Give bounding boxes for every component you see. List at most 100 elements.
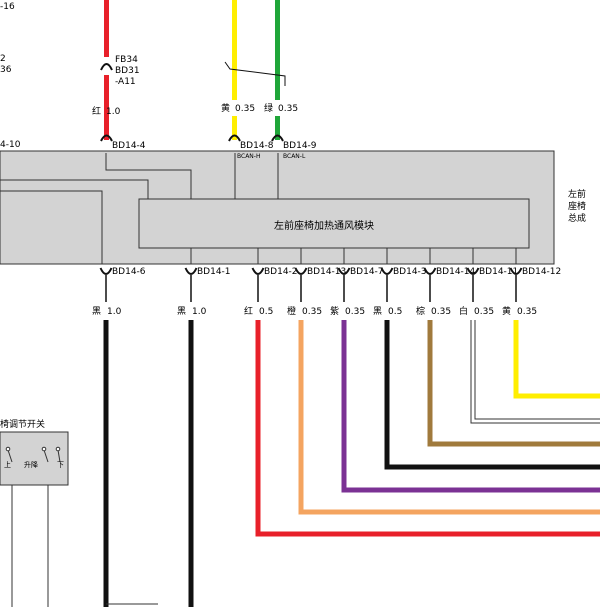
- fuse-label-2: BD31: [115, 66, 140, 76]
- top-wire-yellow: 黄 0.35 BD14-8 BCAN-H: [221, 0, 274, 160]
- wire-gauge: 0.35: [474, 307, 494, 317]
- switch-contact-icon: [5, 446, 11, 452]
- wire-segment: [232, 0, 237, 100]
- assembly-label-2: 座椅: [568, 200, 586, 212]
- wire-color-name: 黄: [502, 305, 511, 317]
- wire-gauge: 0.35: [517, 307, 537, 317]
- pin-label: BD14-1: [197, 267, 231, 277]
- assembly-label-3: 总成: [568, 212, 586, 224]
- wire-path: [384, 320, 600, 470]
- wire-path: [427, 320, 600, 447]
- wire-gauge: 0.35: [302, 307, 322, 317]
- wire-path: [255, 320, 600, 537]
- top-wire-green: 绿 0.35 BD14-9 BCAN-L: [264, 0, 317, 160]
- pin-label: BD14-8: [240, 141, 274, 151]
- connector-pin-icon: [228, 134, 241, 142]
- wire-gauge: 1.0: [107, 307, 122, 317]
- wire-color-name: 黑: [177, 306, 186, 317]
- wire-color-name: 红: [244, 305, 253, 317]
- pin-sub-label: BCAN-L: [283, 153, 306, 160]
- wire-path: [298, 320, 600, 515]
- wire-gauge: 1.0: [106, 107, 121, 117]
- connector-pin-icon: [509, 267, 523, 275]
- switch-contact-icon: [41, 446, 47, 452]
- wire-segment: [104, 75, 109, 140]
- module-label: 左前座椅加热通风模块: [274, 219, 374, 232]
- wire-gauge: 0.35: [278, 104, 298, 114]
- switch-contact-icon: [55, 446, 61, 452]
- switch-title: 椅调节开关: [0, 418, 45, 430]
- connector-pin-icon: [251, 267, 265, 275]
- wire-gauge: 0.35: [345, 307, 365, 317]
- connector-pin-icon: [184, 267, 198, 275]
- partial-label-top: -16: [0, 2, 15, 12]
- switch-up-label: 上: [4, 460, 11, 469]
- switch-down-label: 下: [57, 461, 64, 469]
- wire-color-name: 白: [459, 305, 468, 317]
- partial-pin-left: 4-10: [0, 140, 21, 150]
- wire-color-name: 紫: [330, 306, 339, 317]
- pin-label: BD14-3: [393, 267, 427, 277]
- wire-gauge: 1.0: [192, 307, 207, 317]
- connector-pin-icon: [99, 267, 113, 275]
- connector-pin-icon: [271, 134, 284, 142]
- pin-label: BD14-11: [479, 267, 518, 277]
- pin-label: BD14-13: [307, 267, 346, 277]
- connector-pin-icon: [380, 267, 394, 275]
- wire-segment: [275, 0, 280, 100]
- fuse-connector-icon: [100, 63, 113, 71]
- bottom-wire-red: BD14-2 红 0.5: [244, 267, 600, 537]
- connector-pin-icon: [423, 267, 437, 275]
- pin-sub-label: BCAN-H: [237, 153, 260, 160]
- wire-gauge: 0.5: [388, 307, 402, 317]
- wire-gauge: 0.35: [431, 307, 451, 317]
- internal-wiring: [0, 153, 517, 264]
- pin-label: BD14-14: [436, 267, 476, 277]
- bottom-wire-orange: BD14-13 橙 0.35: [287, 267, 600, 515]
- wire-color-name: 黑: [373, 306, 382, 317]
- wire-color-name: 红: [92, 105, 101, 117]
- heat-vent-module-box: [138, 198, 530, 249]
- bottom-wire-black-3: BD14-3 黑 0.5: [373, 267, 600, 470]
- connector-pin-icon: [294, 267, 308, 275]
- wire-outline: [470, 320, 600, 424]
- bottom-wire-brown: BD14-14 棕 0.35: [416, 267, 600, 447]
- pin-label: BD14-4: [112, 141, 146, 151]
- assembly-label-1: 左前: [568, 188, 586, 200]
- wire-gauge: 0.35: [235, 104, 255, 114]
- switch-lift-label: 升降: [24, 460, 38, 469]
- pin-label: BD14-9: [283, 141, 317, 151]
- wire-color-name: 绿: [264, 102, 273, 114]
- top-wire-red: 红 1.0 BD14-4: [92, 0, 146, 151]
- wire-path: [471, 320, 600, 423]
- switch-contacts: [7, 449, 61, 607]
- connector-pin-icon: [337, 267, 351, 275]
- fuse-label-1: FB34: [115, 55, 138, 65]
- bottom-wire-yellow: BD14-12 黄 0.35: [502, 267, 600, 399]
- wire-path: [341, 320, 600, 493]
- connector-pin-icon: [466, 267, 480, 275]
- pin-label: BD14-2: [264, 267, 298, 277]
- wire-color-name: 棕: [416, 305, 425, 317]
- wire-color-name: 橙: [287, 305, 296, 317]
- wire-segment: [275, 116, 280, 140]
- bottom-wire-black-1: BD14-6 黑 1.0: [92, 267, 146, 607]
- bottom-wire-white: BD14-11 白 0.35: [459, 267, 600, 424]
- wire-segment: [104, 0, 109, 57]
- wire-segment: [232, 116, 237, 140]
- pin-label: BD14-6: [112, 267, 146, 277]
- partial-label-mid-b: 36: [0, 65, 12, 75]
- bottom-wire-black-2: BD14-1 黑 1.0: [177, 267, 231, 607]
- twisted-pair-marker: [224, 61, 286, 86]
- wire-gauge: 0.5: [259, 307, 273, 317]
- seat-switch-box: [0, 431, 69, 486]
- partial-label-mid-a: 2: [0, 54, 6, 64]
- wire-color-name: 黑: [92, 306, 101, 317]
- wire-path: [513, 320, 600, 399]
- connector-pin-icon: [100, 134, 113, 142]
- bottom-wires: BD14-6 黑 1.0 BD14-1 黑 1.0 BD14-2 红 0.5 BD14-13 橙 0.…: [92, 267, 600, 607]
- pin-label: BD14-12: [522, 267, 561, 277]
